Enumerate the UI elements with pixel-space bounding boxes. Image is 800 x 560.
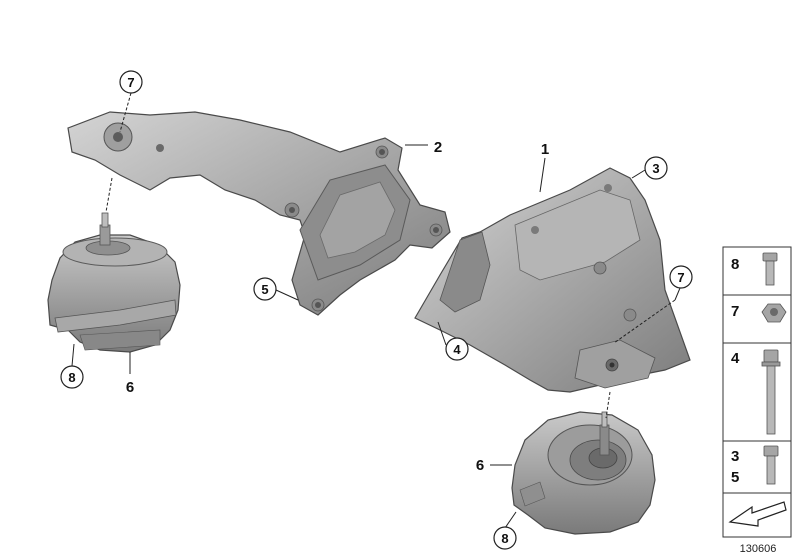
engine-bracket-part-2 — [67, 111, 451, 316]
svg-text:8: 8 — [68, 370, 75, 385]
legend-row-8: 8 — [731, 252, 778, 286]
callout-5: 5 — [253, 277, 277, 301]
bolt-icon — [762, 252, 778, 286]
callout-7-top-left: 7 — [119, 70, 143, 94]
leader-lines — [71, 92, 681, 529]
svg-text:3: 3 — [652, 161, 659, 176]
svg-text:7: 7 — [127, 75, 134, 90]
callout-8-left: 8 — [60, 365, 84, 389]
callout-6-right: 6 — [476, 457, 484, 474]
svg-text:4: 4 — [731, 350, 740, 367]
rubber-mount-right-part-6 — [511, 411, 656, 535]
svg-text:6: 6 — [476, 457, 484, 474]
svg-text:7: 7 — [731, 303, 739, 320]
nut-icon — [761, 303, 787, 323]
callout-8-right: 8 — [493, 526, 517, 550]
callout-2: 2 — [434, 139, 442, 156]
svg-text:5: 5 — [261, 282, 268, 297]
large-bracket-part-1 — [414, 167, 691, 393]
callout-1: 1 — [541, 141, 549, 158]
legend-row-3-5: 3 5 — [731, 445, 779, 486]
callout-7-right: 7 — [669, 265, 693, 289]
short-bolt-icon — [763, 445, 779, 485]
svg-text:4: 4 — [453, 342, 461, 357]
diagram-reference-number: 130606 — [740, 543, 777, 555]
callout-3: 3 — [644, 156, 668, 180]
fastener-legend: 8 7 4 3 5 — [722, 246, 792, 538]
svg-text:8: 8 — [731, 256, 739, 273]
svg-text:7: 7 — [677, 270, 684, 285]
svg-text:8: 8 — [501, 531, 508, 546]
svg-text:5: 5 — [731, 469, 739, 486]
long-bolt-icon — [761, 349, 781, 435]
svg-text:2: 2 — [434, 139, 442, 156]
legend-row-7: 7 — [731, 303, 787, 323]
direction-arrow-icon — [728, 501, 787, 527]
rubber-mount-left-part-6 — [47, 212, 181, 353]
svg-text:3: 3 — [731, 448, 739, 465]
callout-4: 4 — [445, 337, 469, 361]
svg-text:1: 1 — [541, 141, 549, 158]
svg-text:6: 6 — [126, 379, 134, 396]
legend-row-4: 4 — [731, 349, 781, 435]
callout-6-left: 6 — [126, 379, 134, 396]
